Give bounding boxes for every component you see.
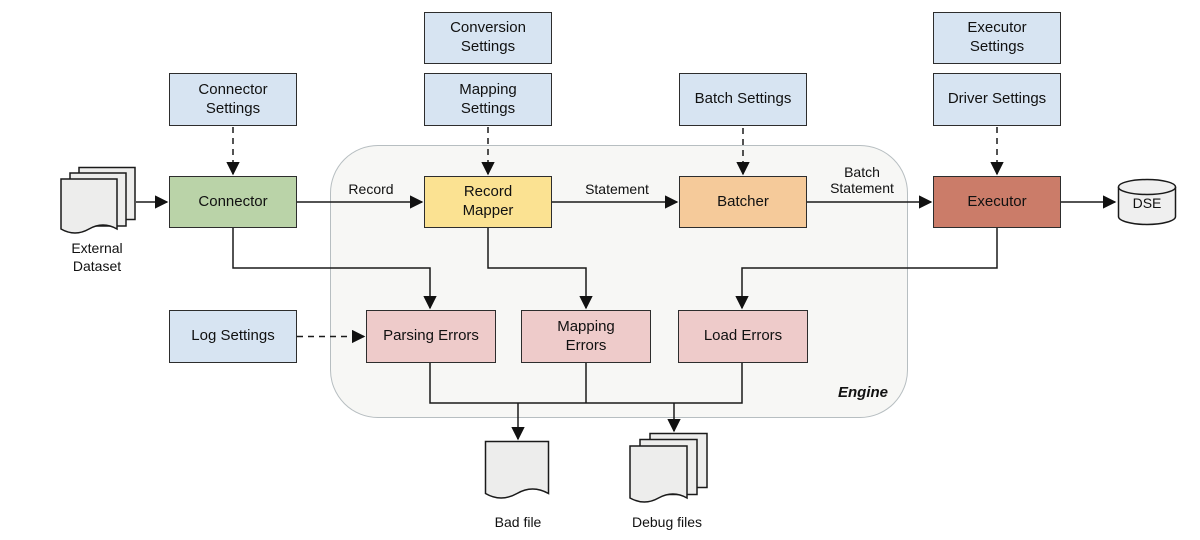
dse-label: DSE [1132, 195, 1162, 211]
dse-cylinder-icon [1117, 178, 1177, 226]
external-dataset-icon [60, 166, 136, 234]
mapping-errors-box: Mapping Errors [521, 310, 651, 363]
debug-files-label: Debug files [631, 514, 703, 530]
driver-settings-box: Driver Settings [933, 73, 1061, 126]
engine-label: Engine [837, 384, 888, 401]
connector-stage-box: Connector [169, 176, 297, 228]
batch-statement-edge-label: Batch Statement [830, 164, 894, 197]
statement-edge-label: Statement [585, 181, 649, 197]
bad-file-label: Bad file [494, 514, 542, 530]
edge-executor-to-load-errors [735, 228, 998, 310]
executor-settings-box: Executor Settings [933, 12, 1061, 64]
batch-settings-box: Batch Settings [679, 73, 807, 126]
executor-stage-box: Executor [933, 176, 1061, 228]
record-mapper-stage-box: Record Mapper [424, 176, 552, 228]
debug-files-icon [629, 432, 708, 503]
connector-settings-box: Connector Settings [169, 73, 297, 126]
conversion-settings-box: Conversion Settings [424, 12, 552, 64]
log-settings-box: Log Settings [169, 310, 297, 363]
mapping-settings-box: Mapping Settings [424, 73, 552, 126]
load-errors-box: Load Errors [678, 310, 808, 363]
edge-record-mapper-to-mapping-errors [487, 228, 593, 310]
edge-connector-to-parsing-errors [232, 228, 437, 310]
record-edge-label: Record [348, 181, 394, 197]
parsing-errors-box: Parsing Errors [366, 310, 496, 363]
bad-file-icon [484, 440, 550, 499]
external-dataset-label: External Dataset [71, 240, 123, 274]
batcher-stage-box: Batcher [679, 176, 807, 228]
